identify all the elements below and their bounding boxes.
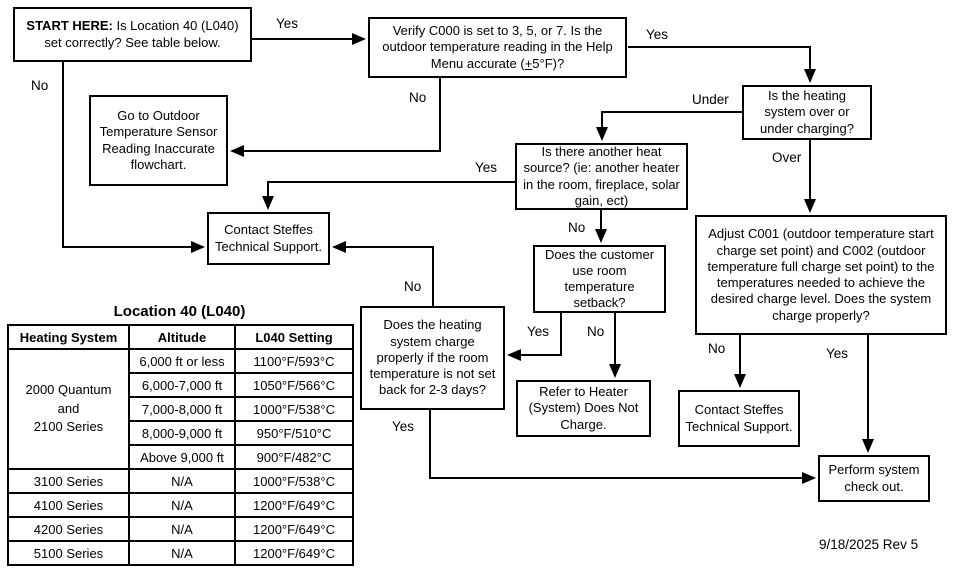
- revision-date: 9/18/2025 Rev 5: [819, 537, 919, 552]
- l040-table-title: Location 40 (L040): [113, 303, 246, 320]
- edge-label-setback-no: No: [587, 324, 605, 339]
- table-cell: 8,000-9,000 ft: [128, 420, 236, 446]
- edge-label-setback-yes: Yes: [527, 324, 550, 339]
- flow-node-adjust-c001-c002: Adjust C001 (outdoor temperature start c…: [695, 215, 947, 335]
- table-cell: N/A: [128, 492, 236, 518]
- table-cell: 1200°F/649°C: [234, 516, 354, 542]
- flow-node-perform-checkout-text: Perform system check out.: [828, 462, 920, 494]
- table-row: 8,000-9,000 ft 950°F/510°C: [8, 420, 354, 446]
- flow-node-contact-support-2-text: Contact Steffes Technical Support.: [685, 402, 793, 434]
- flow-node-refer-heater-text: Refer to Heater (System) Does Not Charge…: [528, 384, 639, 432]
- table-row: 5100 Series N/A 1200°F/649°C: [7, 540, 354, 566]
- table-header-row: Heating System Altitude L040 Setting: [7, 324, 354, 350]
- table-row: 3100 Series N/A 1000°F/538°C: [7, 468, 354, 494]
- table-cell: 1000°F/538°C: [234, 468, 354, 494]
- flow-node-start: START HERE: Is Location 40 (L040) set co…: [13, 7, 252, 62]
- edge-label-adjust-no: No: [708, 341, 726, 356]
- edge-label-under: Under: [692, 92, 729, 107]
- flow-node-adjust-c001-c002-text: Adjust C001 (outdoor temperature start c…: [707, 226, 935, 323]
- table-row: 6,000-7,000 ft 1050°F/566°C: [8, 372, 354, 398]
- table-cell: N/A: [128, 468, 236, 494]
- table-cell: 1000°F/538°C: [234, 396, 354, 422]
- table-cell: N/A: [128, 516, 236, 542]
- table-cell: 6,000-7,000 ft: [128, 372, 236, 398]
- flow-node-verify-c000-text: Verify C000 is set to 3, 5, or 7. Is the…: [382, 23, 613, 71]
- table-cell: 7,000-8,000 ft: [128, 396, 236, 422]
- flow-node-refer-heater: Refer to Heater (System) Does Not Charge…: [516, 380, 651, 437]
- table-cell: 6,000 ft or less: [128, 348, 236, 374]
- flow-node-start-text: START HERE: Is Location 40 (L040) set co…: [26, 18, 239, 50]
- flow-node-charge-properly: Does the heating system charge properly …: [360, 306, 505, 410]
- table-cell: 1100°F/593°C: [234, 348, 354, 374]
- edge-label-verify-no: No: [409, 90, 427, 105]
- table-cell: 900°F/482°C: [234, 444, 354, 470]
- table-cell-system: 3100 Series: [7, 468, 130, 494]
- table-header-cell: L040 Setting: [234, 324, 354, 350]
- table-cell-system: 5100 Series: [7, 540, 130, 566]
- table-row: 7,000-8,000 ft 1000°F/538°C: [8, 396, 354, 422]
- flow-node-heat-source-text: Is there another heat source? (ie: anoth…: [523, 144, 680, 208]
- flow-node-over-under-text: Is the heating system over or under char…: [760, 88, 854, 136]
- table-cell: 950°F/510°C: [234, 420, 354, 446]
- flow-node-outdoor-sensor-text: Go to Outdoor Temperature Sensor Reading…: [99, 108, 218, 172]
- edge-label-adjust-yes: Yes: [826, 346, 849, 361]
- edge-label-start-yes: Yes: [276, 16, 299, 31]
- table-row: 4200 Series N/A 1200°F/649°C: [7, 516, 354, 542]
- table-cell: 1050°F/566°C: [234, 372, 354, 398]
- table-cell-system: 4100 Series: [7, 492, 130, 518]
- flow-node-charge-properly-text: Does the heating system charge properly …: [369, 317, 496, 398]
- edge-label-verify-yes: Yes: [646, 27, 669, 42]
- edge-label-over: Over: [772, 150, 802, 165]
- table-row: 4100 Series N/A 1200°F/649°C: [7, 492, 354, 518]
- flow-node-setback-text: Does the customer use room temperature s…: [544, 246, 655, 311]
- table-cell: 1200°F/649°C: [234, 540, 354, 566]
- edge-label-heat-source-no: No: [568, 220, 586, 235]
- edge-label-charge-yes: Yes: [392, 419, 415, 434]
- flow-node-contact-support-1-text: Contact Steffes Technical Support.: [215, 222, 322, 254]
- flow-node-over-under: Is the heating system over or under char…: [742, 85, 872, 140]
- edge-label-charge-no: No: [404, 279, 422, 294]
- flow-node-outdoor-sensor: Go to Outdoor Temperature Sensor Reading…: [89, 95, 228, 186]
- table-cell-system: 4200 Series: [7, 516, 130, 542]
- flow-node-heat-source: Is there another heat source? (ie: anoth…: [515, 143, 688, 210]
- table-row: 2000 Quantum and 2100 Series 6,000 ft or…: [7, 348, 354, 470]
- flow-node-verify-c000: Verify C000 is set to 3, 5, or 7. Is the…: [368, 17, 627, 78]
- flow-node-contact-support-2: Contact Steffes Technical Support.: [678, 390, 800, 447]
- table-header-cell: Heating System: [7, 324, 130, 350]
- flow-node-setback: Does the customer use room temperature s…: [533, 245, 666, 313]
- l040-table: Heating System Altitude L040 Setting 200…: [7, 324, 354, 566]
- edge-label-start-no: No: [31, 78, 49, 93]
- table-cell: N/A: [128, 540, 236, 566]
- table-cell: 1200°F/649°C: [234, 492, 354, 518]
- table-cell: Above 9,000 ft: [128, 444, 236, 470]
- l040-table-section: Location 40 (L040) Heating System Altitu…: [7, 303, 354, 566]
- edge-label-heat-source-yes: Yes: [475, 160, 498, 175]
- flow-node-contact-support-1: Contact Steffes Technical Support.: [207, 212, 330, 265]
- table-row: Above 9,000 ft 900°F/482°C: [8, 444, 354, 470]
- table-cell-system: 2000 Quantum and 2100 Series: [7, 348, 130, 470]
- flow-node-perform-checkout: Perform system check out.: [818, 455, 930, 502]
- table-header-cell: Altitude: [128, 324, 236, 350]
